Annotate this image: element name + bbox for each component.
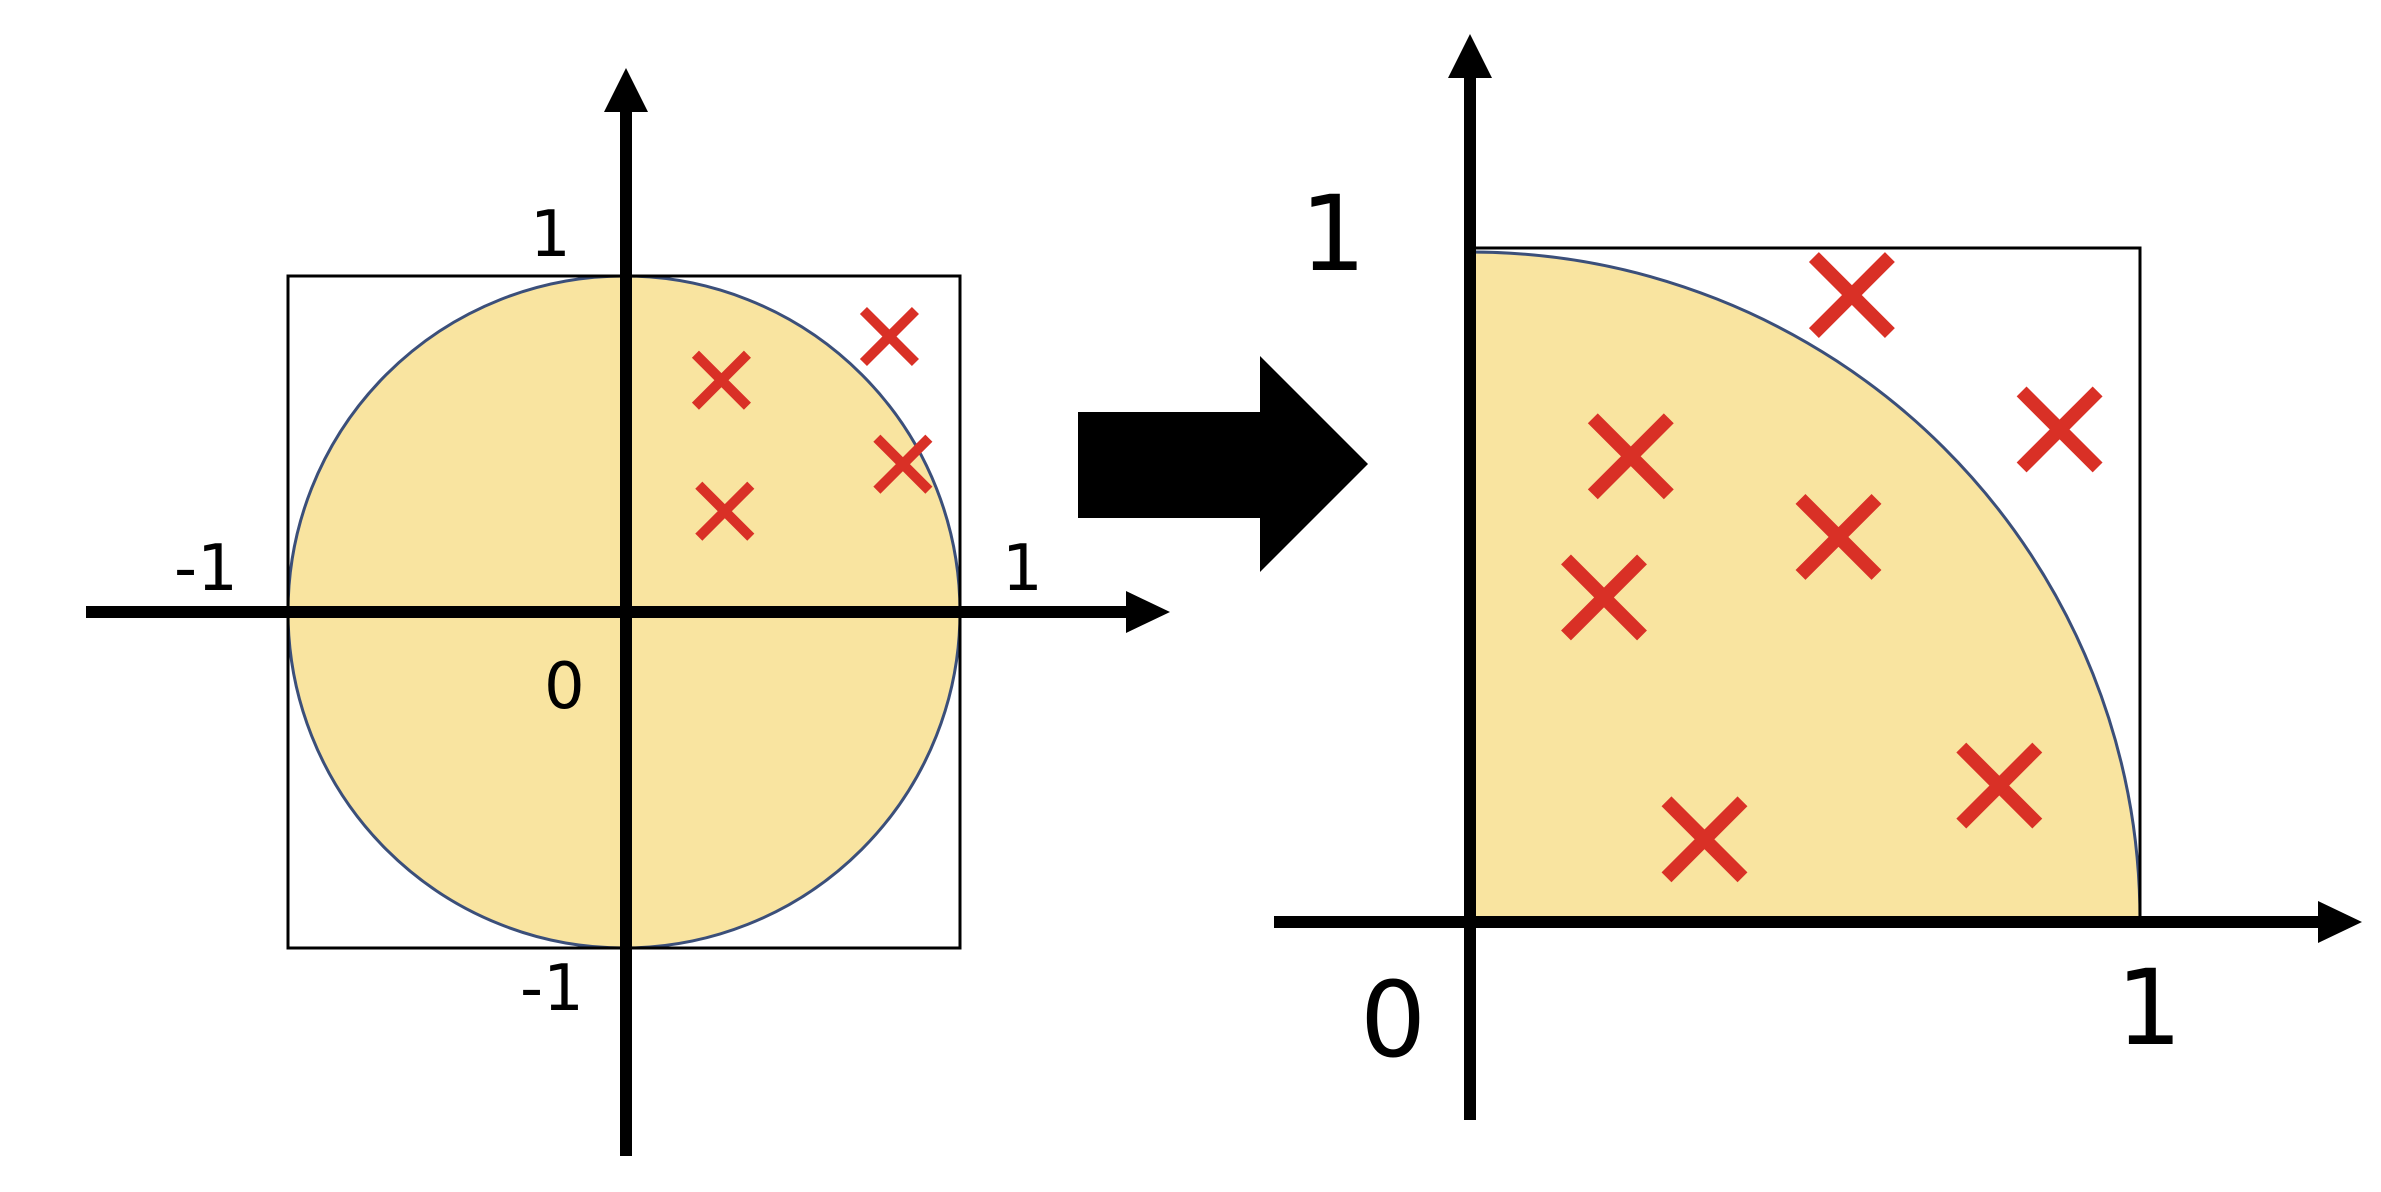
right-y-axis-arrowhead [1448,34,1492,78]
label-x-minus-one: -1 [174,532,238,606]
label-y-minus-one: -1 [520,952,584,1026]
sample-point-marker [1561,554,1647,641]
right-x-axis-arrowhead [2318,901,2362,943]
right-x-axis [1274,901,2362,943]
sample-point-marker [1808,252,1895,338]
label-y-one: 1 [530,198,571,272]
x-axis [86,591,1170,633]
label-origin: 0 [544,650,585,724]
label-x-one: 1 [2116,947,2182,1069]
right-panel: 1 0 1 [1274,34,2362,1120]
label-origin: 0 [1360,959,1426,1081]
label-x-one: 1 [1002,532,1043,606]
sample-point-marker [1795,494,1882,580]
sample-point-marker [873,434,933,494]
x-axis-arrowhead [1126,591,1170,633]
left-points [691,306,933,541]
label-y-one: 1 [1300,173,1366,295]
right-arrow-icon [1078,356,1368,572]
sample-point-marker [1587,413,1674,500]
sample-point-marker [1661,796,1748,883]
y-axis-arrowhead [604,68,648,112]
left-panel: 1 -1 1 0 -1 [86,68,1170,1156]
y-axis [604,68,648,1156]
right-y-axis [1448,34,1492,1120]
sample-point-marker [1956,742,2043,829]
right-points [1561,252,2103,883]
sample-point-marker [695,481,755,541]
sample-point-marker [2016,386,2103,473]
sample-point-marker [691,350,751,410]
sample-point-marker [859,306,919,367]
